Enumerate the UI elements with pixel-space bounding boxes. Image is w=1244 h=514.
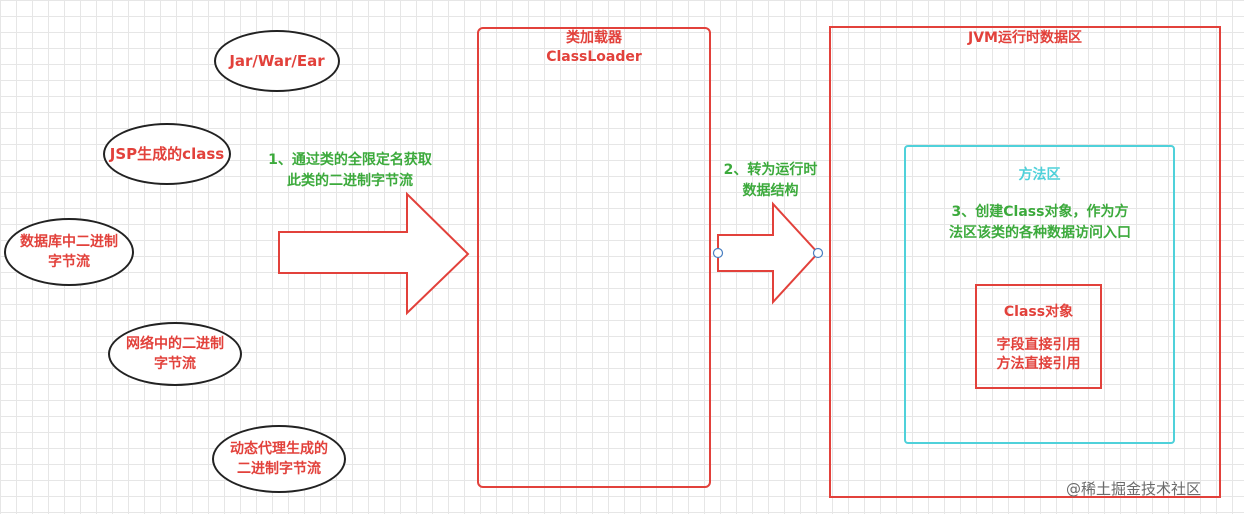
jvm-runtime-area: JVM运行时数据区 <box>829 26 1221 498</box>
method-area-box: 方法区 <box>904 145 1175 444</box>
class-object-box: Class对象 字段直接引用 方法直接引用 <box>975 284 1102 389</box>
classloader-box: 类加载器 ClassLoader <box>477 27 711 488</box>
step1-label: 1、通过类的全限定名获取 此类的二进制字节流 <box>268 152 432 189</box>
source-jar-war-ear: Jar/War/Ear <box>214 30 340 92</box>
source-jsp-class: JSP生成的class <box>103 123 231 185</box>
step2-label: 2、转为运行时 数据结构 <box>723 162 818 199</box>
step3-label: 3、创建Class对象，作为方 法区该类的各种数据访问入口 <box>949 204 1131 241</box>
source-database-bytes: 数据库中二进制 字节流 <box>4 218 134 286</box>
watermark: @稀土掘金技术社区 <box>1066 480 1202 498</box>
classloader-title: 类加载器 ClassLoader <box>546 30 642 65</box>
source-label: 数据库中二进制 字节流 <box>20 234 118 270</box>
source-network-bytes: 网络中的二进制 字节流 <box>108 322 242 386</box>
class-object-title: Class对象 <box>1003 304 1074 320</box>
source-label: Jar/War/Ear <box>229 52 325 70</box>
method-area-title: 方法区 <box>1018 167 1061 183</box>
source-label: JSP生成的class <box>109 145 225 163</box>
source-label: 网络中的二进制 字节流 <box>126 336 224 372</box>
connector-handle-right <box>812 247 824 259</box>
source-dynamic-proxy-bytes: 动态代理生成的 二进制字节流 <box>212 425 346 493</box>
jvm-title: JVM运行时数据区 <box>968 30 1082 46</box>
source-label: 动态代理生成的 二进制字节流 <box>230 441 328 477</box>
arrow-step1 <box>278 191 470 316</box>
connector-handle-left <box>712 247 724 259</box>
class-object-refs: 字段直接引用 方法直接引用 <box>996 337 1081 372</box>
arrow-step2 <box>717 201 820 305</box>
